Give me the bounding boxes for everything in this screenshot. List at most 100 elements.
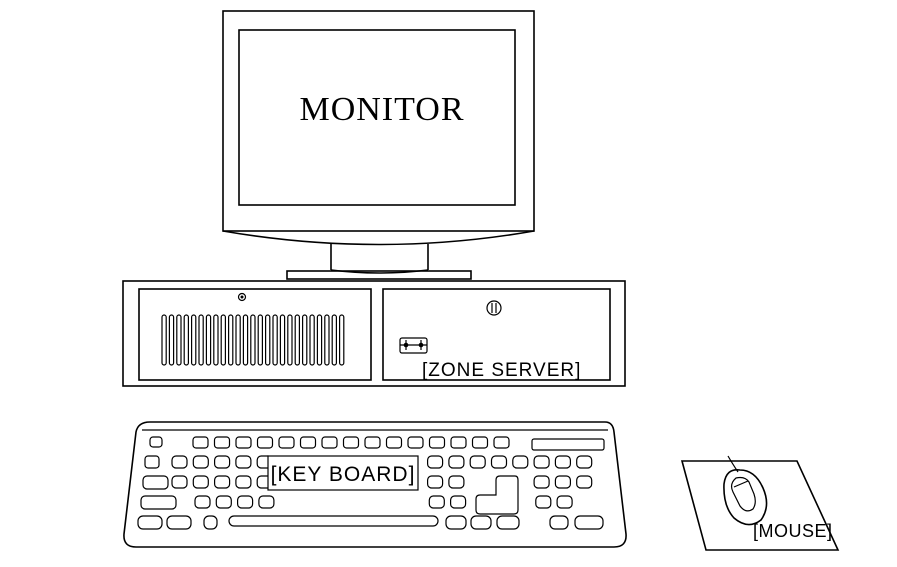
- key: [192, 436, 209, 449]
- vent-slot: [324, 314, 330, 366]
- server-vent-grille: [161, 314, 345, 366]
- key: [142, 475, 169, 490]
- key: [194, 495, 211, 509]
- key: [342, 436, 360, 449]
- key: [535, 495, 552, 509]
- key: [450, 436, 467, 449]
- monitor-screen: [238, 29, 516, 206]
- key: [203, 515, 218, 530]
- key: [166, 515, 192, 530]
- key: [235, 436, 252, 449]
- key: [237, 495, 254, 509]
- key: [364, 436, 381, 449]
- key: [192, 455, 209, 469]
- key: [235, 455, 252, 469]
- mouse-label: [MOUSE]: [753, 521, 833, 541]
- drive-slot-icon: [399, 337, 428, 354]
- key: [215, 495, 232, 509]
- vent-slot: [235, 314, 241, 366]
- key: [531, 438, 605, 451]
- vent-slot: [294, 314, 301, 366]
- key: [471, 436, 489, 449]
- key: [258, 495, 275, 509]
- key: [149, 436, 163, 448]
- key: [469, 455, 486, 469]
- monitor: MONITOR: [222, 10, 535, 280]
- vent-slot: [257, 314, 264, 366]
- vent-slot: [213, 314, 219, 366]
- enter-key: [475, 475, 519, 515]
- server-left-panel: [138, 288, 372, 381]
- vent-slot: [191, 314, 197, 366]
- key: [470, 515, 492, 530]
- key: [192, 475, 209, 489]
- key: [427, 475, 444, 489]
- key: [448, 475, 465, 489]
- vent-slot: [250, 314, 256, 366]
- vent-slot: [198, 314, 204, 366]
- key: [214, 455, 231, 469]
- key: [554, 455, 572, 469]
- monitor-bezel: [222, 10, 535, 232]
- key: [556, 495, 573, 509]
- mouse-button-divider: [733, 480, 749, 488]
- vent-slot: [331, 314, 338, 366]
- vent-slot: [220, 314, 226, 366]
- key: [512, 455, 529, 469]
- mouse: [723, 468, 768, 526]
- server-right-panel: [382, 288, 611, 381]
- keyboard-keys: [137, 436, 605, 530]
- key: [574, 515, 604, 530]
- key: [493, 436, 510, 449]
- vent-slot: [205, 314, 212, 366]
- key: [576, 475, 593, 489]
- power-button-icon: [486, 300, 502, 316]
- key: [428, 495, 445, 509]
- key: [214, 475, 231, 489]
- key: [450, 495, 467, 509]
- vent-slot: [242, 314, 249, 366]
- monitor-base-curve: [222, 230, 535, 246]
- key: [407, 436, 424, 449]
- vent-slot: [161, 314, 167, 366]
- space-bar: [228, 515, 439, 527]
- key: [385, 436, 403, 449]
- key: [144, 455, 160, 469]
- key: [428, 436, 446, 449]
- key: [576, 455, 593, 469]
- key: [533, 475, 550, 489]
- key: [496, 515, 520, 530]
- vent-slot: [265, 314, 271, 366]
- vent-slot: [339, 314, 345, 366]
- monitor-neck: [330, 244, 429, 270]
- key: [137, 515, 163, 530]
- vent-slot: [183, 314, 189, 366]
- keyboard-label-box: [267, 455, 419, 491]
- keyboard-label: [KEY BOARD]: [271, 463, 416, 486]
- key: [171, 475, 188, 489]
- monitor-label: MONITOR: [299, 91, 464, 128]
- key: [554, 475, 572, 489]
- key: [448, 455, 465, 469]
- server-label: [ZONE SERVER]: [422, 360, 581, 381]
- key: [213, 436, 231, 449]
- key: [235, 475, 252, 489]
- key: [299, 436, 317, 449]
- vent-slot: [302, 314, 308, 366]
- vent-slot: [272, 314, 278, 366]
- key: [278, 436, 295, 449]
- monitor-stand: [286, 270, 472, 280]
- vent-slot: [168, 314, 175, 366]
- key: [427, 455, 444, 469]
- mouse-group: [MOUSE]: [680, 455, 840, 551]
- key: [171, 455, 188, 469]
- keyboard: [KEY BOARD]: [123, 421, 627, 548]
- vent-slot: [309, 314, 315, 366]
- server-case-outline: [122, 280, 626, 387]
- server-case: [ZONE SERVER]: [122, 280, 626, 387]
- key: [533, 455, 550, 469]
- vent-slot: [316, 314, 323, 366]
- vent-slot: [228, 314, 234, 366]
- vent-slot: [287, 314, 293, 366]
